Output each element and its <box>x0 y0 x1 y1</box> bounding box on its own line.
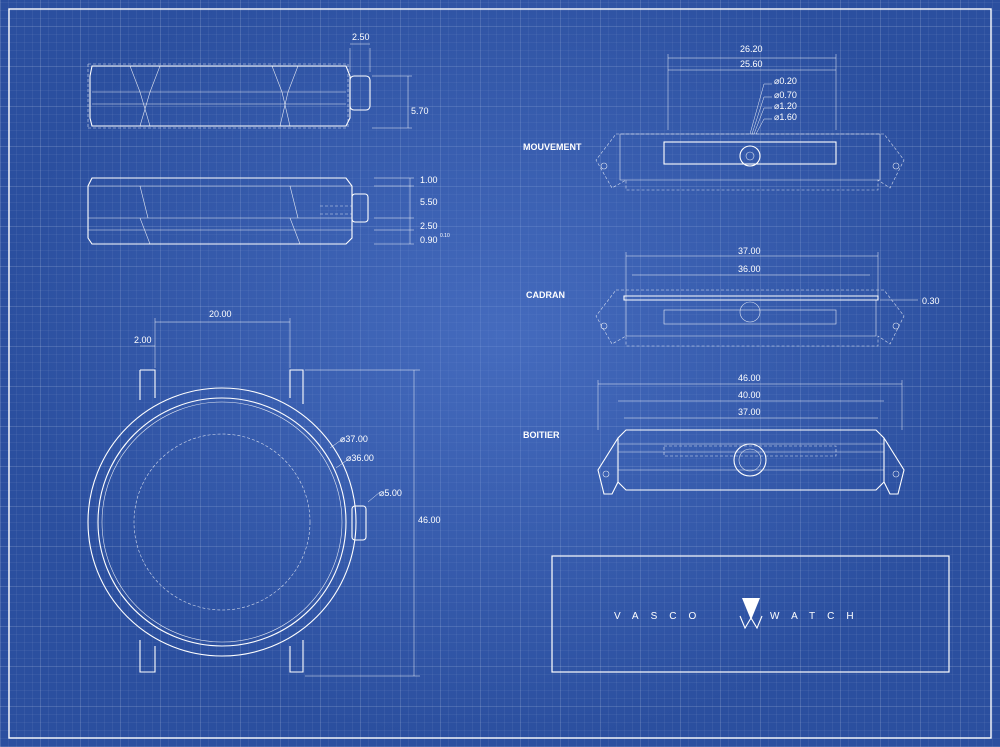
dim-bottom-tolerance: 0.10 <box>440 233 450 239</box>
case-height-label: 5.70 <box>411 106 429 116</box>
sheet-border <box>8 8 992 739</box>
brand-right-text: WATCH <box>770 611 866 622</box>
cadran-thickness-label: 0.30 <box>922 296 940 306</box>
side-view-top: 2.50 5.70 <box>87 32 429 129</box>
side-view-middle: 1.00 5.50 2.50 0.90 0.10 <box>87 175 450 245</box>
brand-logo <box>742 598 760 620</box>
cadran-view: CADRAN 37.00 36.00 0.30 <box>526 246 940 347</box>
dia-inner-label: ⌀36.00 <box>346 453 374 463</box>
boitier-width-2: 40.00 <box>738 390 761 400</box>
front-view: 20.00 2.00 ⌀37.00 ⌀36.00 ⌀5.00 46.00 <box>87 309 441 677</box>
mouvement-width-outer: 26.20 <box>740 44 763 54</box>
brand-left-text: VASCO <box>614 611 708 622</box>
mouvement-dia-4: ⌀1.60 <box>774 112 797 122</box>
mouvement-label: MOUVEMENT <box>523 142 582 152</box>
mouvement-dia-3: ⌀1.20 <box>774 101 797 111</box>
dim-bottom-label: 0.90 <box>420 235 438 245</box>
crown-width-label: 2.50 <box>352 32 370 42</box>
lug-thickness-label: 2.00 <box>134 335 152 345</box>
dia-outer-label: ⌀37.00 <box>340 434 368 444</box>
lug-width-label: 20.00 <box>209 309 232 319</box>
total-height-label: 46.00 <box>418 515 441 525</box>
boitier-label: BOITIER <box>523 430 560 440</box>
mouvement-dia-2: ⌀0.70 <box>774 90 797 100</box>
dim-top-label: 1.00 <box>420 175 438 185</box>
mouvement-view: MOUVEMENT 26.20 25.60 ⌀0.20 ⌀0.70 ⌀1.20 … <box>523 44 905 191</box>
crown-dia-label: ⌀5.00 <box>379 488 402 498</box>
mouvement-dia-1: ⌀0.20 <box>774 76 797 86</box>
dim-lower-label: 2.50 <box>420 221 438 231</box>
dim-middle-label: 5.50 <box>420 197 438 207</box>
title-block: VASCO WATCH <box>551 555 950 673</box>
cadran-width-inner: 36.00 <box>738 264 761 274</box>
cadran-width-outer: 37.00 <box>738 246 761 256</box>
boitier-width-1: 46.00 <box>738 373 761 383</box>
boitier-view: BOITIER 46.00 40.00 37.00 <box>523 373 905 495</box>
mouvement-width-inner: 25.60 <box>740 59 763 69</box>
cadran-label: CADRAN <box>526 290 565 300</box>
boitier-width-3: 37.00 <box>738 407 761 417</box>
